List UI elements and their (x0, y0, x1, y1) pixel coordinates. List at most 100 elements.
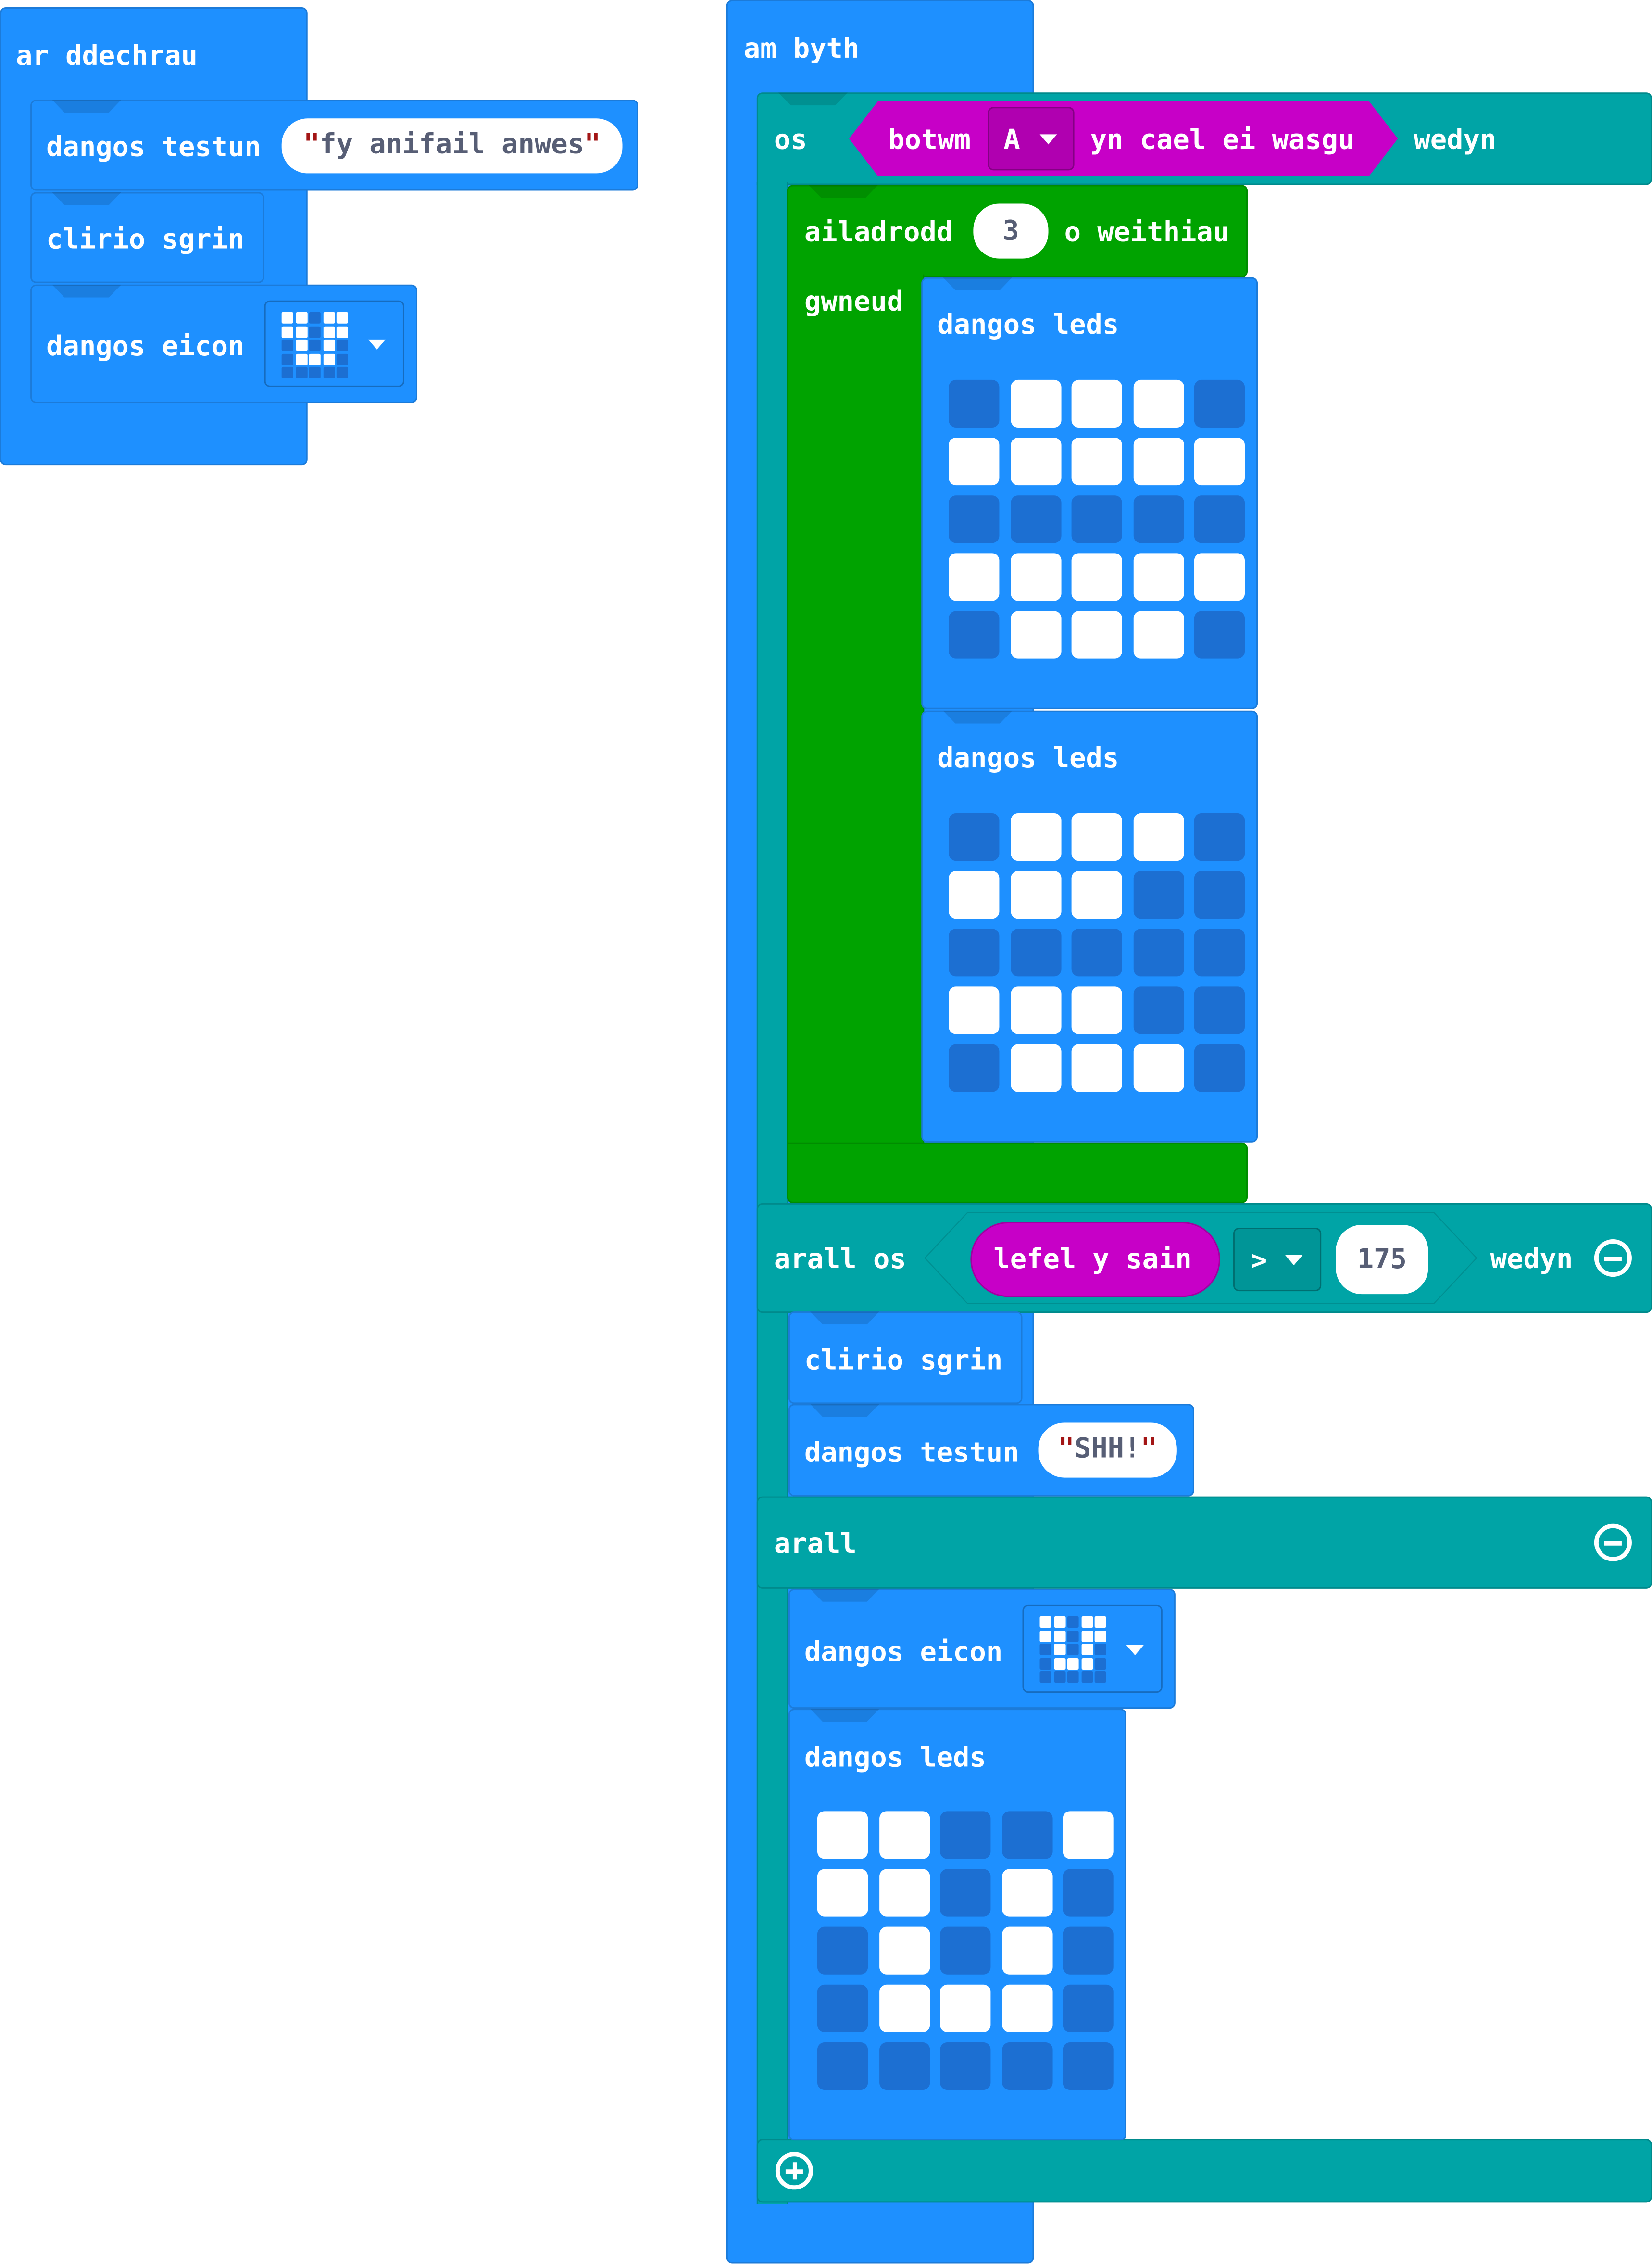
led-2-3[interactable] (1001, 1926, 1052, 1975)
led-3-4[interactable] (1194, 553, 1245, 601)
clear-screen-block[interactable]: clirio sgrin (788, 1311, 1023, 1404)
led-0-4[interactable] (1063, 1811, 1114, 1859)
repeat-block[interactable]: ailadrodd 3 o weithiau (787, 185, 1248, 277)
led-2-4[interactable] (1194, 495, 1245, 543)
else-bar[interactable]: arall (756, 1496, 1652, 1589)
string-input[interactable]: "fy anifail anwes" (281, 118, 623, 174)
led-0-3[interactable] (1133, 813, 1184, 861)
led-0-2[interactable] (940, 1811, 991, 1859)
led-4-2[interactable] (1071, 1044, 1122, 1092)
led-0-0[interactable] (949, 379, 1000, 428)
led-0-0[interactable] (949, 813, 1000, 861)
led-2-3[interactable] (1133, 929, 1184, 977)
show-icon-block[interactable]: dangos eicon (30, 284, 418, 403)
led-1-3[interactable] (1133, 871, 1184, 919)
led-4-0[interactable] (949, 1044, 1000, 1092)
threshold-input[interactable]: 175 (1336, 1224, 1428, 1295)
show-icon-block[interactable]: dangos eicon (788, 1588, 1176, 1709)
led-3-1[interactable] (878, 1984, 929, 2032)
button-pressed-block[interactable] (849, 101, 1398, 176)
led-1-2[interactable] (1071, 871, 1122, 919)
led-1-0[interactable] (817, 1869, 868, 1917)
led-2-4[interactable] (1063, 1926, 1114, 1975)
show-leds-block-2[interactable]: dangos leds (921, 710, 1258, 1143)
show-string-block[interactable]: dangos testun "fy anifail anwes" (30, 100, 638, 191)
led-grid[interactable] (949, 813, 1245, 1092)
led-0-0[interactable] (817, 1811, 868, 1859)
show-leds-block-1[interactable]: dangos leds (921, 277, 1258, 709)
led-3-1[interactable] (1010, 553, 1061, 601)
led-1-3[interactable] (1001, 1869, 1052, 1917)
led-3-0[interactable] (949, 986, 1000, 1034)
led-0-2[interactable] (1071, 813, 1122, 861)
led-1-4[interactable] (1194, 438, 1245, 486)
led-4-3[interactable] (1133, 611, 1184, 659)
string-input[interactable]: "SHH!" (1038, 1422, 1177, 1478)
led-0-1[interactable] (1010, 813, 1061, 861)
led-3-4[interactable] (1194, 986, 1245, 1034)
led-3-2[interactable] (940, 1984, 991, 2032)
led-2-0[interactable] (949, 495, 1000, 543)
led-2-2[interactable] (940, 1926, 991, 1975)
led-grid[interactable] (817, 1811, 1114, 2090)
icon-dropdown[interactable] (264, 300, 404, 387)
led-1-2[interactable] (1071, 438, 1122, 486)
led-1-4[interactable] (1063, 1869, 1114, 1917)
led-4-0[interactable] (949, 611, 1000, 659)
led-3-0[interactable] (817, 1984, 868, 2032)
led-4-3[interactable] (1133, 1044, 1184, 1092)
led-0-4[interactable] (1194, 379, 1245, 428)
led-3-1[interactable] (1010, 986, 1061, 1034)
led-2-1[interactable] (1010, 495, 1061, 543)
add-else-if-icon[interactable] (775, 2152, 813, 2190)
led-3-2[interactable] (1071, 553, 1122, 601)
led-4-1[interactable] (1010, 1044, 1061, 1092)
led-1-3[interactable] (1133, 438, 1184, 486)
led-1-1[interactable] (878, 1869, 929, 1917)
led-4-3[interactable] (1001, 2042, 1052, 2090)
led-4-2[interactable] (940, 2042, 991, 2090)
led-3-3[interactable] (1133, 553, 1184, 601)
led-2-1[interactable] (1010, 929, 1061, 977)
led-0-3[interactable] (1001, 1811, 1052, 1859)
led-3-3[interactable] (1001, 1984, 1052, 2032)
show-string-block[interactable]: dangos testun "SHH!" (788, 1404, 1194, 1497)
show-leds-block-3[interactable]: dangos leds (788, 1709, 1126, 2141)
led-4-0[interactable] (817, 2042, 868, 2090)
led-2-0[interactable] (949, 929, 1000, 977)
led-1-1[interactable] (1010, 438, 1061, 486)
led-4-1[interactable] (878, 2042, 929, 2090)
led-4-4[interactable] (1194, 1044, 1245, 1092)
led-0-2[interactable] (1071, 379, 1122, 428)
led-2-2[interactable] (1071, 495, 1122, 543)
led-2-0[interactable] (817, 1926, 868, 1975)
led-3-3[interactable] (1133, 986, 1184, 1034)
repeat-count-input[interactable]: 3 (973, 203, 1049, 259)
led-0-1[interactable] (1010, 379, 1061, 428)
led-4-4[interactable] (1194, 611, 1245, 659)
led-4-4[interactable] (1063, 2042, 1114, 2090)
clear-screen-block[interactable]: clirio sgrin (30, 192, 264, 283)
led-3-4[interactable] (1063, 1984, 1114, 2032)
sound-level-block[interactable]: lefel y sain (970, 1221, 1220, 1297)
led-grid[interactable] (949, 379, 1245, 659)
led-4-1[interactable] (1010, 611, 1061, 659)
led-2-4[interactable] (1194, 929, 1245, 977)
led-1-4[interactable] (1194, 871, 1245, 919)
led-1-2[interactable] (940, 1869, 991, 1917)
remove-else-if-icon[interactable] (1594, 1239, 1632, 1277)
button-dropdown[interactable]: A (988, 107, 1075, 171)
led-1-0[interactable] (949, 871, 1000, 919)
remove-else-icon[interactable] (1594, 1523, 1632, 1561)
led-1-0[interactable] (949, 438, 1000, 486)
led-2-1[interactable] (878, 1926, 929, 1975)
icon-dropdown[interactable] (1022, 1604, 1163, 1693)
led-4-2[interactable] (1071, 611, 1122, 659)
led-0-3[interactable] (1133, 379, 1184, 428)
led-2-2[interactable] (1071, 929, 1122, 977)
led-1-1[interactable] (1010, 871, 1061, 919)
operator-dropdown[interactable]: > (1233, 1227, 1322, 1292)
led-3-2[interactable] (1071, 986, 1122, 1034)
led-2-3[interactable] (1133, 495, 1184, 543)
led-0-1[interactable] (878, 1811, 929, 1859)
